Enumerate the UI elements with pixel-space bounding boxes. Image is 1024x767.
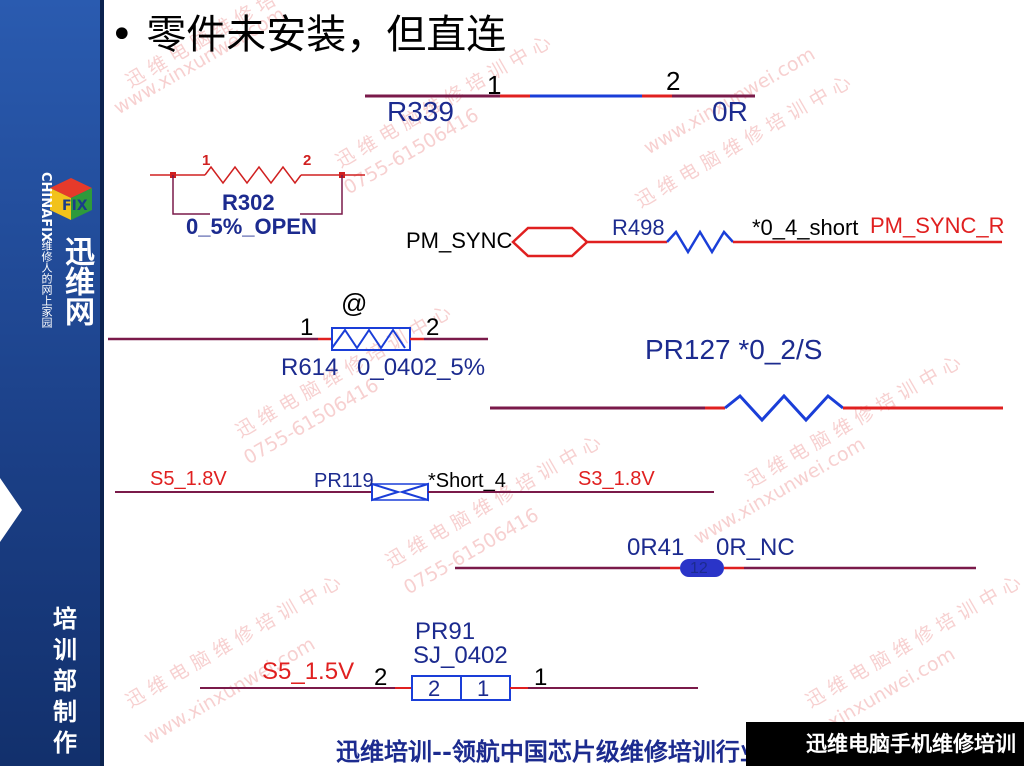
- logo-slogan: 维修人的网上家园: [40, 240, 53, 328]
- r41-value: 0R_NC: [716, 534, 795, 561]
- r41-pins: 12: [690, 560, 708, 577]
- r302-ref: R302: [222, 190, 275, 215]
- sidebar-arrow-icon: [0, 478, 22, 542]
- sidebar: [0, 0, 103, 766]
- r498-value: *0_4_short: [752, 215, 859, 240]
- r339-pin2: 2: [666, 66, 681, 96]
- pr91-pin-right: 1: [534, 664, 548, 691]
- pr119-net-right: S3_1.8V: [578, 468, 655, 490]
- r302-symbol: [150, 165, 365, 215]
- title-text: 零件未安装，但直连: [146, 12, 507, 58]
- footer-slogan: 迅维培训--领航中国芯片级维修培训行业: [336, 737, 764, 766]
- r302-pin2: 2: [303, 152, 312, 169]
- r614-pin2: 2: [426, 314, 440, 341]
- r614-mark: @: [341, 288, 368, 318]
- bullet: •: [110, 12, 147, 58]
- logo-en: CHINAFIX: [38, 172, 53, 242]
- pr91-value: SJ_0402: [413, 642, 508, 669]
- r339-pin1: 1: [487, 70, 502, 100]
- logo-cube-icon: FIX: [50, 178, 92, 220]
- r498-net-right: PM_SYNC_R: [870, 213, 1005, 238]
- dept-char: 制: [53, 698, 77, 726]
- r614-ref: R614: [281, 354, 339, 381]
- r614-pin1: 1: [300, 314, 314, 341]
- dept-char: 作: [53, 729, 77, 757]
- r498-ref: R498: [612, 215, 665, 240]
- svg-text:FIX: FIX: [62, 198, 88, 214]
- pr119-net-left: S5_1.8V: [150, 468, 227, 490]
- pr91-symbol: [200, 675, 698, 701]
- r339-value: 0R: [712, 96, 748, 127]
- pr91-box-left: 2: [428, 676, 441, 701]
- r302-value: 0_5%_OPEN: [186, 214, 317, 239]
- pr91-net: S5_1.5V: [262, 658, 355, 685]
- pr119-symbol: [115, 482, 714, 502]
- r339-ref: R339: [387, 96, 454, 127]
- r302-pin1: 1: [202, 152, 211, 169]
- pr127-symbol: [490, 393, 1003, 423]
- logo-cn: 迅维网: [59, 236, 94, 326]
- r41-label: 0R41: [627, 534, 685, 561]
- pr119-ref: PR119: [314, 470, 374, 492]
- pr119-value: *Short_4: [428, 470, 506, 492]
- page-title: • 零件未安装，但直连: [110, 2, 506, 60]
- sidebar-edge: [100, 0, 104, 766]
- r498-symbol: [511, 226, 1002, 258]
- r614-value: 0_0402_5%: [357, 354, 486, 381]
- pr91-box-right: 1: [477, 676, 490, 701]
- r614-symbol: [108, 327, 488, 351]
- dept-label: 培 训 部 制 作: [50, 604, 80, 759]
- dept-char: 部: [53, 667, 77, 695]
- r498-net-left: PM_SYNC: [406, 228, 513, 253]
- r41-symbol: [455, 559, 976, 577]
- pr91-ref: PR91: [415, 618, 476, 645]
- brand-banner: 迅维电脑手机维修培训: [746, 722, 1024, 766]
- pr127-label: PR127 *0_2/S: [645, 334, 823, 365]
- dept-char: 训: [53, 636, 77, 664]
- dept-char: 培: [53, 605, 77, 633]
- pr91-pin-left: 2: [374, 664, 388, 691]
